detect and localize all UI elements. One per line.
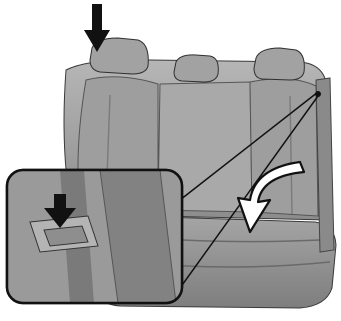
latch-point — [315, 91, 321, 97]
headrest-right — [254, 48, 304, 80]
release-lever-inset — [7, 170, 182, 303]
headrest-center — [174, 55, 218, 82]
